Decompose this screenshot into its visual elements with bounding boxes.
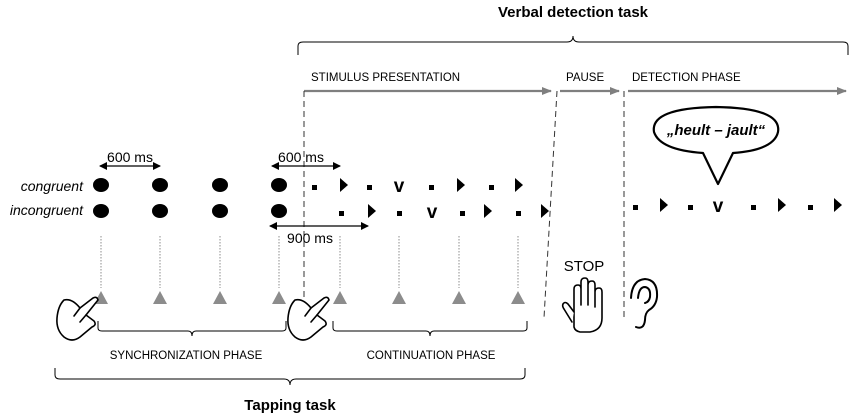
- stimulus-triangle: [660, 198, 668, 212]
- phase-label-continuation: CONTINUATION PHASE: [367, 350, 496, 362]
- stimulus-dot: [516, 211, 521, 216]
- beat-dot: [212, 204, 228, 218]
- synchronization-beats: [93, 178, 287, 218]
- stimulus-triangle: [541, 204, 549, 218]
- incongruent-interval-label: 900 ms: [287, 230, 333, 246]
- phase-label-stimulus: STIMULUS PRESENTATION: [311, 72, 460, 84]
- tap-markers: [94, 291, 525, 304]
- detection-sequence: v: [633, 196, 842, 217]
- stimulus-dot: [633, 205, 638, 210]
- stimulus-dot: [429, 185, 434, 190]
- stimulus-dot: [312, 185, 317, 190]
- gray-triangle-icon: [333, 291, 347, 304]
- congruent-sequence: v: [312, 176, 523, 197]
- beat-dot: [271, 178, 287, 192]
- speech-bubble-text: „heult – jault“: [666, 122, 766, 139]
- beat-dot: [93, 178, 109, 192]
- phase-label-pause: PAUSE: [566, 72, 604, 84]
- beat-dot: [271, 204, 287, 218]
- beat-dot: [93, 204, 109, 218]
- phase-label-detection: DETECTION PHASE: [632, 72, 741, 84]
- tapping-task-title: Tapping task: [244, 397, 336, 414]
- beat-dot: [212, 178, 228, 192]
- stimulus-triangle: [457, 178, 465, 192]
- continuation-brace: [332, 321, 528, 337]
- stop-hand-icon: [561, 277, 603, 333]
- beat-dot: [152, 204, 168, 218]
- gray-triangle-icon: [153, 291, 167, 304]
- tapping-task-brace: [54, 368, 526, 386]
- synchronization-brace: [97, 321, 287, 337]
- ear-icon: [630, 277, 659, 329]
- stimulus-dot: [397, 211, 402, 216]
- stop-label: STOP: [564, 258, 605, 275]
- gray-triangle-icon: [213, 291, 227, 304]
- tapping-hand-icon: [56, 296, 99, 341]
- speech-bubble-icon: [652, 105, 780, 186]
- stimulus-triangle: [368, 204, 376, 218]
- stimulus-dot: [751, 205, 756, 210]
- stimulus-v: v: [713, 196, 724, 217]
- gray-triangle-icon: [452, 291, 466, 304]
- stimulus-dot: [688, 205, 693, 210]
- congruent-interval-label: 600 ms: [278, 149, 324, 165]
- gray-triangle-icon: [392, 291, 406, 304]
- stimulus-v: v: [394, 176, 405, 197]
- phase-divider-pause: [543, 90, 558, 319]
- incongruent-sequence: v: [339, 202, 549, 223]
- tapping-hand-icon: [287, 296, 330, 341]
- condition-label-incongruent: incongruent: [10, 202, 84, 218]
- stimulus-dot: [489, 185, 494, 190]
- stimulus-v: v: [427, 202, 438, 223]
- gray-triangle-icon: [511, 291, 525, 304]
- stimulus-dot: [808, 205, 813, 210]
- phase-label-synchronization: SYNCHRONIZATION PHASE: [110, 350, 263, 362]
- tap-guide-lines: [100, 236, 519, 288]
- stimulus-dot: [460, 211, 465, 216]
- stimulus-triangle: [484, 204, 492, 218]
- beat-dot: [152, 178, 168, 192]
- verbal-task-title: Verbal detection task: [498, 4, 649, 21]
- sync-interval-label: 600 ms: [107, 149, 153, 165]
- stimulus-dot: [339, 211, 344, 216]
- stimulus-triangle: [778, 198, 786, 212]
- condition-label-congruent: congruent: [21, 178, 84, 194]
- stimulus-triangle: [834, 198, 842, 212]
- gray-triangle-icon: [272, 291, 286, 304]
- stimulus-triangle: [515, 178, 523, 192]
- verbal-task-brace: [297, 35, 849, 55]
- stimulus-triangle: [340, 178, 348, 192]
- stimulus-dot: [367, 185, 372, 190]
